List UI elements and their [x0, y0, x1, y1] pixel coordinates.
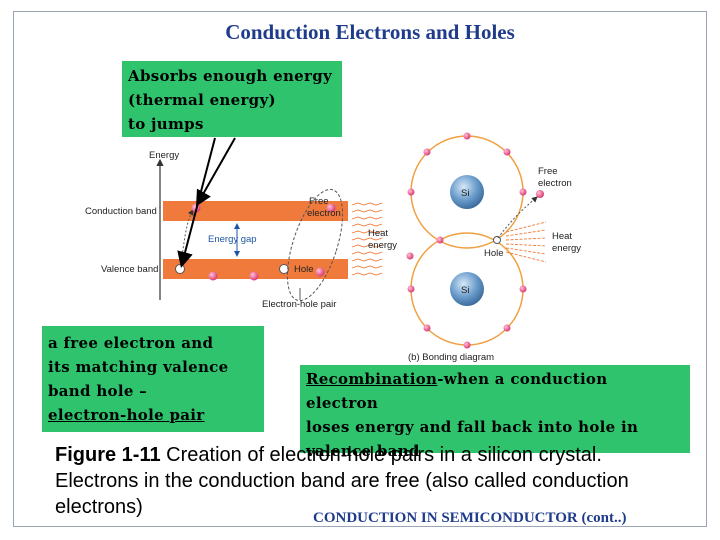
electron-hole-pair-callout: a free electron and its matching valence… — [42, 326, 264, 432]
callout-line: its matching valence — [48, 358, 229, 376]
bonding-free-electron-label-2: electron — [538, 178, 572, 189]
callout-arrow-2 — [196, 137, 236, 207]
bond-electron — [423, 324, 431, 332]
free-electron-label-2: electron — [307, 208, 341, 219]
band-diagram: Energy Conduction band Valence band Ener… — [85, 150, 397, 310]
callout-term: electron-hole pair — [48, 406, 205, 424]
bond-electron — [407, 285, 415, 293]
heat-wave-lines — [351, 202, 383, 276]
conduction-band-label: Conduction band — [85, 206, 157, 217]
recombination-term: Recombination — [306, 370, 438, 388]
free-electron-label-1: Free — [309, 196, 329, 207]
hole-label: Hole — [294, 264, 314, 275]
callout-line: Absorbs enough energy — [128, 67, 333, 85]
si-atom-top — [450, 175, 484, 209]
si-bottom-label: Si — [461, 285, 469, 296]
valence-band-label: Valence band — [101, 264, 158, 275]
valence-electron — [249, 271, 259, 281]
callout-line: to jumps — [128, 115, 204, 133]
figure-label: Figure 1-11 — [55, 444, 161, 466]
callout-line: loses energy and fall back into hole in — [306, 418, 639, 436]
recombination-callout: Recombination-when a conduction electron… — [300, 365, 690, 460]
bond-electron — [407, 188, 415, 196]
hole-dot — [175, 264, 185, 274]
callout-line: valence band — [306, 442, 420, 460]
callout-line: (thermal energy) — [128, 91, 276, 109]
energy-axis-label: Energy — [149, 150, 179, 161]
callout-line: band hole – — [48, 382, 147, 400]
electron-hole-pair-label: Electron-hole pair — [262, 299, 336, 310]
electron-hole-pair-outline — [286, 188, 344, 302]
bonding-heat-label-2: energy — [552, 243, 581, 254]
bond-hole — [493, 236, 501, 244]
bond-electron — [519, 285, 527, 293]
bonding-diagram-caption: (b) Bonding diagram — [408, 352, 494, 363]
slide-footer: CONDUCTION IN SEMICONDUCTOR (cont..) — [313, 510, 627, 526]
bond-electron — [503, 324, 511, 332]
callout-line: Recombination-when a conduction electron — [306, 367, 684, 415]
recombination-rest: -when a conduction electron — [306, 370, 608, 412]
bonding-hole-label: Hole — [484, 248, 504, 259]
si-top-label: Si — [461, 188, 469, 199]
valence-electron — [315, 267, 325, 277]
heat-energy-label-1: Heat — [368, 228, 388, 239]
heat-energy-label-2: energy — [368, 240, 397, 251]
bonding-electron-path — [497, 196, 538, 239]
bond-electron — [423, 148, 431, 156]
free-electron-dot-2 — [326, 203, 336, 213]
slide-title: Conduction Electrons and Holes — [225, 20, 515, 44]
callout-line: a free electron and — [48, 334, 214, 352]
bond-electron — [463, 132, 471, 140]
bonding-diagram: Si Si Free electron Heat energy Hole (b)… — [406, 132, 581, 363]
bond-electron — [519, 188, 527, 196]
bond-electron — [406, 252, 414, 260]
valence-electron — [208, 271, 218, 281]
bonding-free-electron — [536, 190, 544, 198]
figure-caption-text: Creation of electron-hole pairs in a sil… — [55, 444, 629, 518]
slide-frame — [13, 11, 707, 527]
energy-gap-label: Energy gap — [208, 234, 257, 245]
bonding-free-electron-label-1: Free — [538, 166, 558, 177]
si-atom-bottom — [450, 272, 484, 306]
bonding-heat-label-1: Heat — [552, 231, 572, 242]
figure-caption: Figure 1-11 Creation of electron-hole pa… — [55, 442, 655, 520]
bond-electron — [436, 236, 444, 244]
bond-electron — [463, 341, 471, 349]
bond-electron — [503, 148, 511, 156]
hole-dot-2 — [279, 264, 289, 274]
bonding-heat-lines — [505, 221, 547, 263]
absorbs-energy-callout: Absorbs enough energy (thermal energy) t… — [122, 61, 342, 137]
